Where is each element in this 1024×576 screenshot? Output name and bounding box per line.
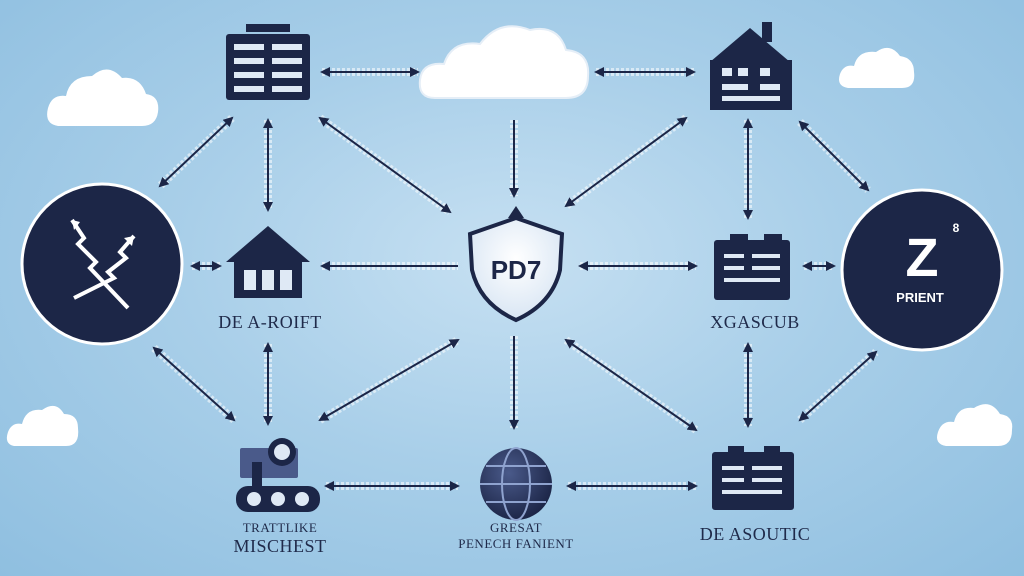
globe-icon: [480, 447, 552, 521]
panel-icon-bottom-right: [712, 446, 794, 510]
server-building-icon: [226, 24, 310, 100]
z-letter-icon: Z 8 PRIENT: [840, 188, 1004, 352]
bottom-center-label-line2: PENECH FANIENT: [458, 536, 574, 551]
connector-arrow: [158, 116, 234, 188]
panel-icon-mid-right: [714, 234, 790, 300]
connector-arrow: [152, 346, 236, 422]
cloud-icon-bottom-left: [6, 405, 79, 446]
mid-right-label: XGASCUB: [710, 312, 800, 332]
bottom-center-label-line1: GRESAT: [489, 520, 543, 535]
cloud-icon-top-right: [839, 47, 915, 88]
svg-text:PRIENT: PRIENT: [896, 290, 944, 305]
house-building-icon: [710, 22, 792, 110]
connector-arrow: [318, 338, 460, 422]
connector-arrow: [798, 120, 870, 192]
mid-left-label: DE A-ROIFT: [218, 312, 322, 332]
connector-arrow: [564, 116, 688, 208]
connector-lines: [151, 67, 879, 491]
shield-icon: PD7: [467, 206, 565, 323]
lightning-arrows-icon: [20, 182, 184, 346]
connector-arrow: [564, 338, 698, 432]
connector-arrow: [318, 116, 452, 214]
cloud-icon-top-left: [47, 69, 159, 126]
connector-arrow: [798, 350, 878, 422]
bottom-left-label-line2: MISCHEST: [233, 536, 327, 556]
svg-text:PD7: PD7: [491, 255, 542, 285]
machine-icon: [236, 438, 320, 512]
svg-text:Z: Z: [906, 228, 939, 288]
bottom-left-label-line1: TRATTLIKE: [242, 520, 318, 535]
house-icon: [226, 226, 310, 298]
cloud-icon-bottom-right: [937, 404, 1013, 446]
svg-text:8: 8: [953, 221, 960, 235]
cloud-icon-top-center: [418, 25, 590, 99]
bottom-right-label: DE ASOUTIC: [699, 524, 811, 544]
